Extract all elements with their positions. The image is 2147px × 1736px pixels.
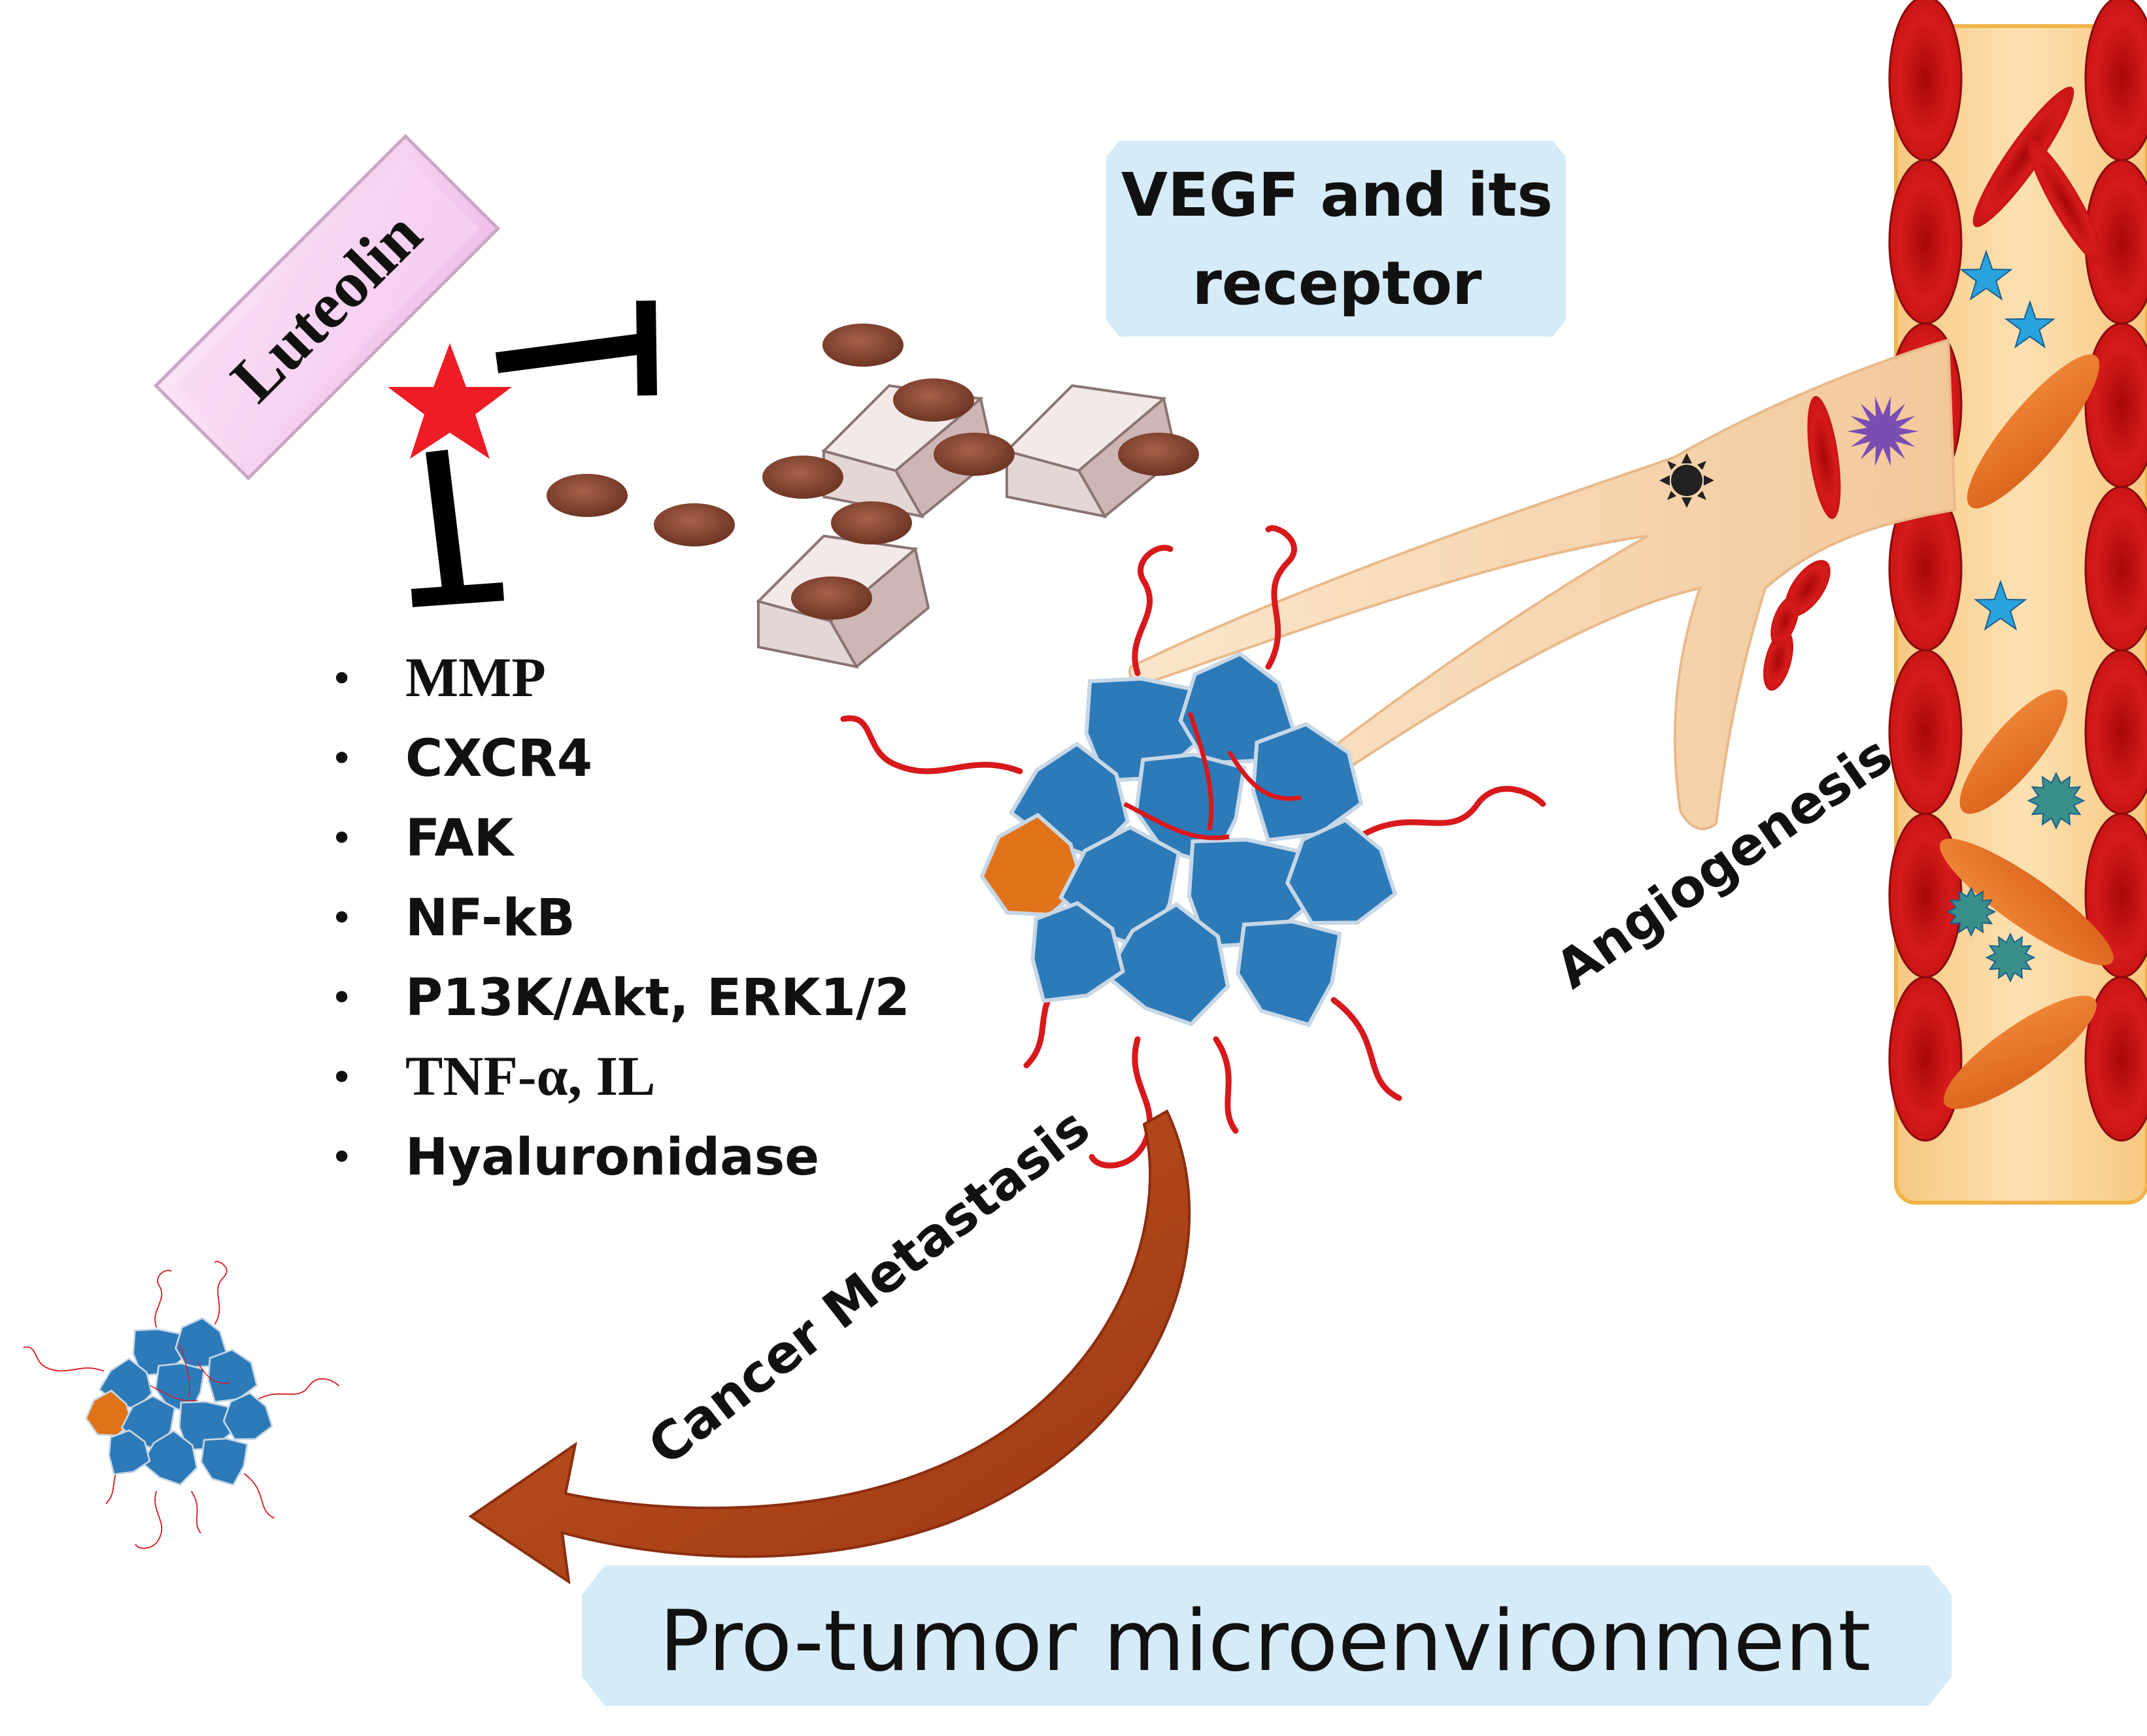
target-item: P13K/Akt, ERK1/2 (405, 969, 910, 1027)
tumor-cell-blue (108, 1429, 151, 1476)
tumor-tendril (840, 715, 1023, 775)
target-item: NF-kB (405, 889, 575, 948)
tumor-cell-blue (1030, 901, 1125, 1003)
vegf-ligand (831, 501, 912, 544)
wall-cell (2084, 976, 2147, 1142)
list-bullet: • (330, 816, 353, 861)
blue-star-icon (1959, 249, 2013, 301)
vegf-ligand (791, 576, 872, 620)
tumor-tendril (1213, 1036, 1239, 1134)
vegf-label-line2: receptor (1192, 248, 1482, 318)
wall-cell (2084, 649, 2147, 815)
orange-blood-cell (1959, 689, 2068, 814)
tumor-cell-blue (200, 1437, 248, 1486)
vegf-ligand (822, 324, 904, 367)
wall-cell (2084, 486, 2147, 652)
tumor-tendril (1123, 801, 1230, 841)
microenvironment-text: Pro-tumor microenvironment (659, 1593, 1870, 1690)
tumor-tendril (179, 1344, 190, 1398)
dark-cell-icon (1659, 453, 1714, 508)
tumor-tendril (1089, 1036, 1153, 1169)
vegf-ligand (1118, 433, 1199, 476)
blue-star-icon (1974, 579, 2027, 631)
list-bullet: • (330, 1055, 353, 1101)
tumor-tendril (150, 1385, 198, 1402)
tumor-tendril (1357, 786, 1546, 840)
tumor-cell-blue (1236, 919, 1342, 1027)
inhibition-bar-targets (411, 449, 504, 607)
metastatic-tumor-cluster (23, 1261, 339, 1549)
tumor-tendril (1187, 711, 1214, 831)
tumor-tendril (23, 1346, 104, 1372)
vegf-ligand-group (547, 324, 1199, 620)
tumor-tendril (244, 1473, 275, 1519)
tumor-cell-blue (1285, 818, 1398, 926)
target-item: TNF-α, IL (405, 1044, 655, 1107)
tumor-tendril (191, 1491, 201, 1533)
orange-blood-cell (1944, 995, 2097, 1109)
red-blood-cell (1972, 86, 2074, 227)
list-bullet: • (330, 1135, 353, 1180)
tumor-tendril (154, 1269, 172, 1327)
purple-cell-icon (1847, 396, 1919, 467)
angiogenic-sprout (1128, 338, 1957, 831)
tumor-tendril (214, 1261, 228, 1325)
vegf-receptor-2 (1004, 384, 1179, 519)
list-bullet: • (330, 895, 353, 941)
orange-blood-cell (1967, 354, 2100, 509)
inhibition-bar-vegf (495, 300, 657, 396)
vegf-ligand (934, 433, 1015, 476)
luteolin-star-icon (388, 343, 512, 459)
tumor-tendril (135, 1491, 163, 1549)
orange-blood-cell (1940, 839, 2114, 965)
tumor-cell-blue (1251, 722, 1364, 843)
vegf-ligand (762, 456, 843, 499)
blood-vessel (1888, 0, 2147, 1205)
wall-cell (1888, 0, 1963, 161)
teal-cell-icon (2027, 771, 2086, 830)
red-blood-cell (2027, 140, 2105, 265)
blue-star-icon (2004, 299, 2056, 349)
list-bullet: • (330, 975, 353, 1021)
tumor-tendril (1265, 525, 1297, 670)
primary-tumor-cluster (840, 525, 1546, 1169)
wall-cell (2084, 322, 2147, 488)
target-item: Hyaluronidase (405, 1128, 819, 1187)
vegf-ligand (893, 378, 974, 422)
tumor-tendril (1330, 997, 1402, 1101)
tumor-cell-blue (207, 1348, 258, 1403)
teal-cell-icon (1946, 886, 1997, 937)
wall-cell (1888, 976, 1963, 1142)
teal-cell-icon (1985, 932, 2036, 983)
luteolin-targets-list: • MMP • CXCR4 • FAK • NF-kB • P13K/Akt, ERK1/2 • TN… (330, 646, 910, 1187)
tumor-tendril (1226, 750, 1302, 801)
metastasis-arrow (468, 1109, 1191, 1585)
vegf-label-line1: VEGF and its (1121, 160, 1553, 230)
tumor-cell-orange (979, 812, 1086, 917)
vegf-label: VEGF and its receptor (1106, 141, 1566, 337)
tumor-tendril (197, 1361, 230, 1384)
tumor-cell-orange (85, 1390, 133, 1437)
target-item: FAK (405, 809, 515, 868)
list-bullet: • (330, 736, 353, 782)
target-item: CXCR4 (405, 729, 592, 788)
vegf-receptor-group (756, 384, 1179, 669)
list-bullet: • (330, 656, 353, 702)
tumor-tendril (1132, 544, 1174, 676)
wall-cell (1888, 649, 1963, 815)
tumor-cell-blue (222, 1392, 273, 1441)
vegf-ligand (547, 474, 628, 517)
vessel-lumen-contents (1940, 86, 2114, 1109)
vegf-ligand (654, 503, 735, 546)
wall-cell (1888, 812, 1963, 978)
microenvironment-label: Pro-tumor microenvironment (582, 1565, 1952, 1706)
tumor-tendril (256, 1378, 339, 1401)
wall-cell (1888, 159, 1963, 325)
target-item: MMP (405, 646, 546, 709)
